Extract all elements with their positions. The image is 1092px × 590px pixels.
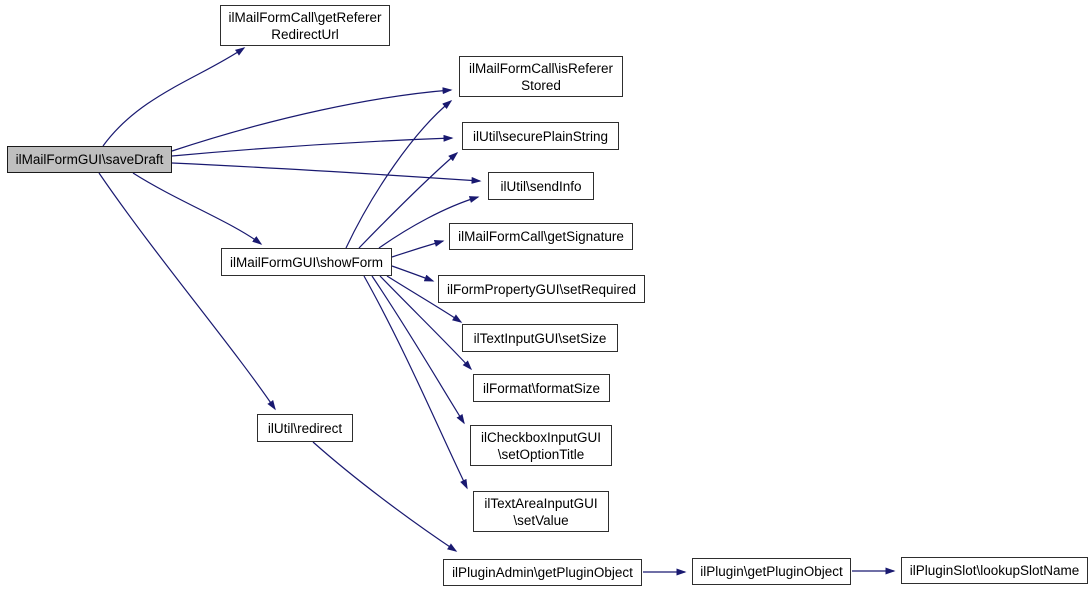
edge-saveDraft-to-showForm [132, 172, 263, 245]
node-ilMailFormGUI-showForm[interactable]: ilMailFormGUI\showForm [221, 248, 392, 276]
edge-showForm-to-formatSize [379, 275, 473, 371]
node-ilMailFormCall-isRefererStored[interactable]: ilMailFormCall\isReferer Stored [459, 56, 623, 97]
node-label: ilFormat\formatSize [482, 380, 601, 396]
edge-showForm-to-securePlainString [358, 152, 459, 249]
edge-showForm-to-setSize [386, 275, 463, 323]
node-label: ilTextAreaInputGUI \setValue [484, 495, 598, 528]
edge-showForm-to-sendInfo [378, 196, 480, 249]
node-ilPluginSlot-lookupSlotName[interactable]: ilPluginSlot\lookupSlotName [901, 557, 1088, 584]
node-label: ilPluginSlot\lookupSlotName [909, 563, 1080, 578]
node-ilPlugin-getPluginObject[interactable]: ilPlugin\getPluginObject [692, 558, 851, 585]
node-ilTextInputGUI-setSize[interactable]: ilTextInputGUI\setSize [462, 324, 618, 352]
node-ilMailFormCall-getRefererRedirectUrl[interactable]: ilMailFormCall\getReferer RedirectUrl [220, 5, 390, 46]
edge-showForm-to-setRequired [391, 265, 435, 282]
edge-showForm-to-isRefererStored [345, 100, 453, 249]
node-ilFormPropertyGUI-setRequired[interactable]: ilFormPropertyGUI\setRequired [438, 275, 645, 303]
node-label: ilTextInputGUI\setSize [473, 330, 607, 346]
node-ilMailFormGUI-saveDraft: ilMailFormGUI\saveDraft [7, 146, 172, 173]
node-ilFormat-formatSize[interactable]: ilFormat\formatSize [473, 374, 610, 402]
node-label: ilUtil\redirect [267, 420, 343, 436]
node-ilUtil-securePlainString[interactable]: ilUtil\securePlainString [462, 122, 619, 150]
edge-saveDraft-to-sendInfo [171, 162, 482, 184]
edge-saveDraft-to-getRefererRedirectUrl [102, 47, 246, 147]
node-label: ilMailFormCall\getReferer RedirectUrl [228, 9, 382, 42]
node-label: ilMailFormCall\getSignature [458, 229, 624, 244]
node-ilTextAreaInputGUI-setValue[interactable]: ilTextAreaInputGUI \setValue [473, 491, 609, 532]
node-label: ilMailFormGUI\showForm [229, 254, 383, 270]
node-label: ilMailFormCall\isReferer Stored [468, 60, 614, 93]
node-ilUtil-redirect[interactable]: ilUtil\redirect [257, 414, 353, 442]
edge-redirect-to-pluginAdminGetPluginObject [312, 441, 458, 552]
node-label: ilFormPropertyGUI\setRequired [446, 281, 637, 297]
node-ilPluginAdmin-getPluginObject[interactable]: ilPluginAdmin\getPluginObject [443, 559, 642, 586]
edge-saveDraft-to-isRefererStored [171, 87, 453, 152]
edge-saveDraft-to-redirect [98, 172, 276, 411]
node-label: ilPluginAdmin\getPluginObject [452, 565, 633, 580]
edge-showForm-to-getSignature [391, 240, 445, 258]
node-ilMailFormCall-getSignature[interactable]: ilMailFormCall\getSignature [449, 223, 633, 250]
node-label: ilCheckboxInputGUI \setOptionTitle [480, 429, 602, 462]
node-label: ilPlugin\getPluginObject [700, 564, 843, 579]
edge-showForm-to-setValue [363, 275, 468, 490]
node-label: ilUtil\sendInfo [500, 178, 582, 194]
node-ilUtil-sendInfo[interactable]: ilUtil\sendInfo [488, 172, 594, 200]
edge-showForm-to-setOptionTitle [371, 275, 465, 425]
node-label: ilUtil\securePlainString [472, 128, 609, 144]
node-ilCheckboxInputGUI-setOptionTitle[interactable]: ilCheckboxInputGUI \setOptionTitle [470, 425, 612, 466]
edge-saveDraft-to-securePlainString [171, 134, 454, 157]
node-label: ilMailFormGUI\saveDraft [15, 152, 164, 167]
